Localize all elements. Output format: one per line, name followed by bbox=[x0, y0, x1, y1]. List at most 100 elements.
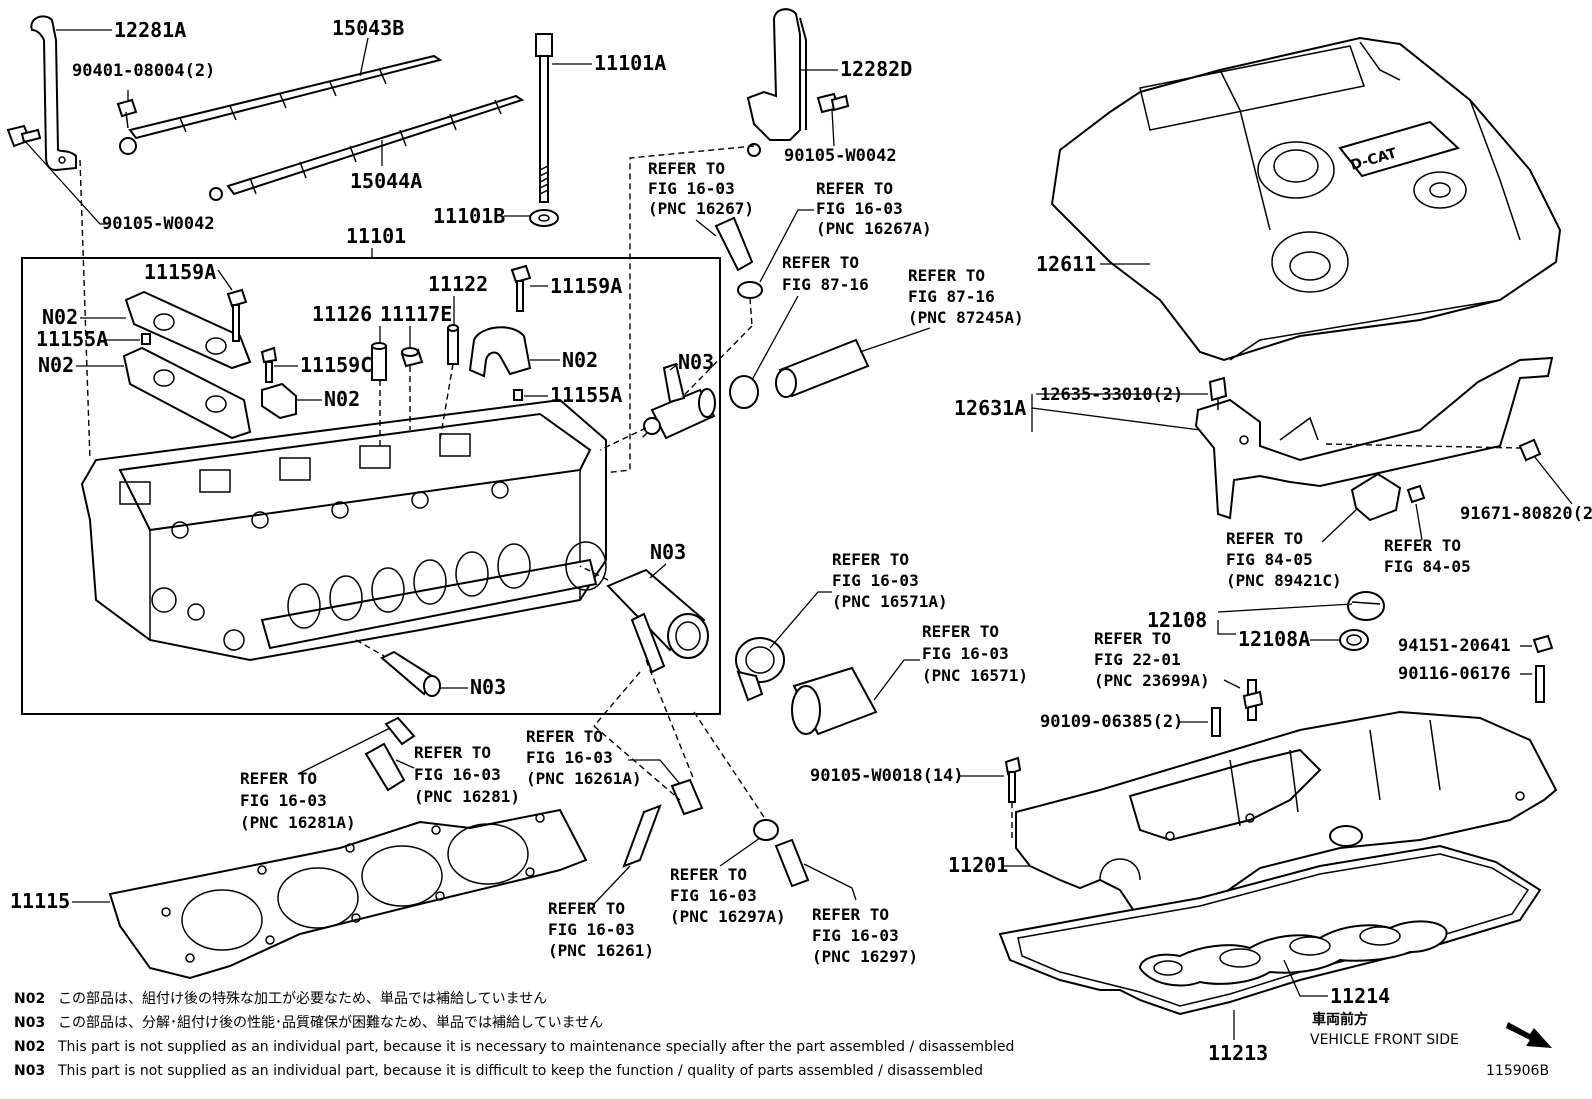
label-11115: 11115 bbox=[10, 889, 70, 913]
svg-text:(PNC 16281A): (PNC 16281A) bbox=[240, 813, 356, 832]
label-12108A: 12108A bbox=[1238, 627, 1310, 651]
svg-text:REFER TO: REFER TO bbox=[816, 179, 893, 198]
refer-84-05: REFER TO FIG 84-05 bbox=[1384, 536, 1471, 576]
refer-89421C: REFER TO FIG 84-05 (PNC 89421C) bbox=[1226, 529, 1342, 590]
pin-11126 bbox=[371, 342, 387, 381]
engine-cover-12611 bbox=[1050, 36, 1562, 362]
svg-text:REFER TO: REFER TO bbox=[1226, 529, 1303, 548]
svg-text:この部品は、組付け後の特殊な加工が必要なため、単品では補給し: この部品は、組付け後の特殊な加工が必要なため、単品では補給していません bbox=[58, 991, 547, 1007]
bolt-90401 bbox=[116, 98, 138, 129]
svg-text:(PNC 16297): (PNC 16297) bbox=[812, 947, 918, 966]
refer-16297: REFER TO FIG 16-03 (PNC 16297) bbox=[812, 905, 918, 966]
svg-text:REFER TO: REFER TO bbox=[1094, 629, 1171, 648]
sensor-89421C bbox=[1350, 472, 1402, 522]
hose-16297 bbox=[774, 838, 810, 888]
hose-16281 bbox=[364, 742, 406, 792]
wire-harness-15044A bbox=[209, 94, 525, 201]
svg-text:N02: N02 bbox=[14, 991, 45, 1007]
svg-text:FIG 16-03: FIG 16-03 bbox=[648, 179, 735, 198]
svg-text:This part is not supplied as a: This part is not supplied as an individu… bbox=[57, 1039, 1014, 1055]
stud-90109 bbox=[1211, 707, 1221, 737]
label-12635: 12635-33010(2) bbox=[1040, 385, 1183, 405]
bolt-90105-left bbox=[6, 124, 42, 148]
camshaft-bearing-cap-upper bbox=[124, 290, 252, 370]
svg-text:FIG 16-03: FIG 16-03 bbox=[414, 765, 501, 784]
pin-11155A-right bbox=[513, 389, 523, 401]
svg-text:(PNC 23699A): (PNC 23699A) bbox=[1094, 671, 1210, 690]
svg-text:FIG 22-01: FIG 22-01 bbox=[1094, 650, 1181, 669]
label-11155A-right: 11155A bbox=[550, 383, 622, 407]
refer-87245A: REFER TO FIG 87-16 (PNC 87245A) bbox=[908, 266, 1024, 327]
label-11201: 11201 bbox=[948, 853, 1008, 877]
label-11117E: 11117E bbox=[380, 302, 452, 326]
svg-text:(PNC 87245A): (PNC 87245A) bbox=[908, 308, 1024, 327]
hose-16261 bbox=[622, 804, 662, 868]
refer-16261: REFER TO FIG 16-03 (PNC 16261) bbox=[548, 899, 654, 960]
label-11213: 11213 bbox=[1208, 1041, 1268, 1065]
label-90105-W0018: 90105-W0018(14) bbox=[810, 766, 964, 786]
label-12611: 12611 bbox=[1036, 252, 1096, 276]
svg-text:REFER TO: REFER TO bbox=[414, 743, 491, 762]
svg-text:(PNC 16281): (PNC 16281) bbox=[414, 787, 520, 806]
svg-text:FIG 16-03: FIG 16-03 bbox=[816, 199, 903, 218]
washer-11101B bbox=[529, 209, 559, 227]
label-90109: 90109-06385(2) bbox=[1040, 712, 1183, 732]
svg-text:(PNC 16571): (PNC 16571) bbox=[922, 666, 1028, 685]
stud-90116 bbox=[1535, 665, 1545, 703]
hose-16281A bbox=[384, 716, 416, 746]
stud-23699A bbox=[1242, 679, 1264, 721]
refer-16267: REFER TO FIG 16-03 (PNC 16267) bbox=[648, 159, 754, 218]
svg-text:REFER TO: REFER TO bbox=[922, 622, 999, 641]
water-pipe-N03-large bbox=[606, 568, 709, 674]
label-11159A-right: 11159A bbox=[550, 274, 622, 298]
clamp-16267A bbox=[737, 281, 763, 299]
footnotes: N02 この部品は、組付け後の特殊な加工が必要なため、単品では補給していません … bbox=[14, 991, 1014, 1079]
refer-16571: REFER TO FIG 16-03 (PNC 16571) bbox=[922, 622, 1028, 685]
label-N03-3: N03 bbox=[470, 675, 506, 699]
vehicle-front-jp: 車両前方 bbox=[1312, 1011, 1368, 1028]
svg-text:FIG 84-05: FIG 84-05 bbox=[1226, 550, 1313, 569]
bracket-12281A bbox=[30, 15, 77, 172]
gasket-12108A bbox=[1339, 629, 1369, 651]
svg-text:REFER TO: REFER TO bbox=[548, 899, 625, 918]
plug-tube-gasket-11214 bbox=[1138, 920, 1448, 987]
bolt-11101A bbox=[535, 33, 553, 203]
label-90116: 90116-06176 bbox=[1398, 664, 1511, 684]
hose-16261A bbox=[670, 778, 704, 816]
svg-text:この部品は、分解･組付け後の性能･品質確保が困難なため、単品: この部品は、分解･組付け後の性能･品質確保が困難なため、単品では補給していません bbox=[58, 1015, 603, 1031]
clamp-16297A bbox=[753, 819, 779, 841]
label-12281A: 12281A bbox=[114, 18, 186, 42]
clamp-87-16 bbox=[729, 375, 759, 409]
oil-filler-cap-12108 bbox=[1347, 591, 1385, 621]
bolt-11159A-left bbox=[226, 288, 248, 342]
wire-harness-15043B bbox=[119, 54, 443, 155]
svg-text:FIG 87-16: FIG 87-16 bbox=[782, 275, 869, 294]
svg-text:FIG 16-03: FIG 16-03 bbox=[526, 748, 613, 767]
refer-87-16: REFER TO FIG 87-16 bbox=[782, 253, 869, 294]
svg-text:(PNC 16261): (PNC 16261) bbox=[548, 941, 654, 960]
label-11122: 11122 bbox=[428, 272, 488, 296]
svg-text:REFER TO: REFER TO bbox=[812, 905, 889, 924]
label-94151: 94151-20641 bbox=[1398, 636, 1511, 656]
pin-11155A-left bbox=[141, 333, 151, 345]
label-N02-1: N02 bbox=[42, 305, 78, 329]
label-N02-3: N02 bbox=[324, 387, 360, 411]
label-90105-W0042-left: 90105-W0042 bbox=[102, 214, 215, 234]
bolt-11159C bbox=[260, 346, 278, 383]
svg-text:FIG 16-03: FIG 16-03 bbox=[548, 920, 635, 939]
svg-text:(PNC 89421C): (PNC 89421C) bbox=[1226, 571, 1342, 590]
camshaft-bearing-cap-right bbox=[468, 326, 532, 378]
label-11155A-left: 11155A bbox=[36, 327, 108, 351]
label-11214: 11214 bbox=[1330, 984, 1390, 1008]
vehicle-front-arrow-icon bbox=[1506, 1022, 1552, 1048]
label-90401: 90401-08004(2) bbox=[72, 61, 215, 81]
label-11101B: 11101B bbox=[433, 204, 505, 228]
refer-16261A: REFER TO FIG 16-03 (PNC 16261A) bbox=[526, 727, 642, 788]
camshaft-bearing-cap-small bbox=[261, 382, 297, 420]
label-11101A: 11101A bbox=[594, 51, 666, 75]
label-11101: 11101 bbox=[346, 224, 406, 248]
svg-text:This part is not supplied as a: This part is not supplied as an individu… bbox=[57, 1063, 983, 1079]
label-N02-2: N02 bbox=[38, 353, 74, 377]
bracket-12631A bbox=[1194, 356, 1554, 520]
